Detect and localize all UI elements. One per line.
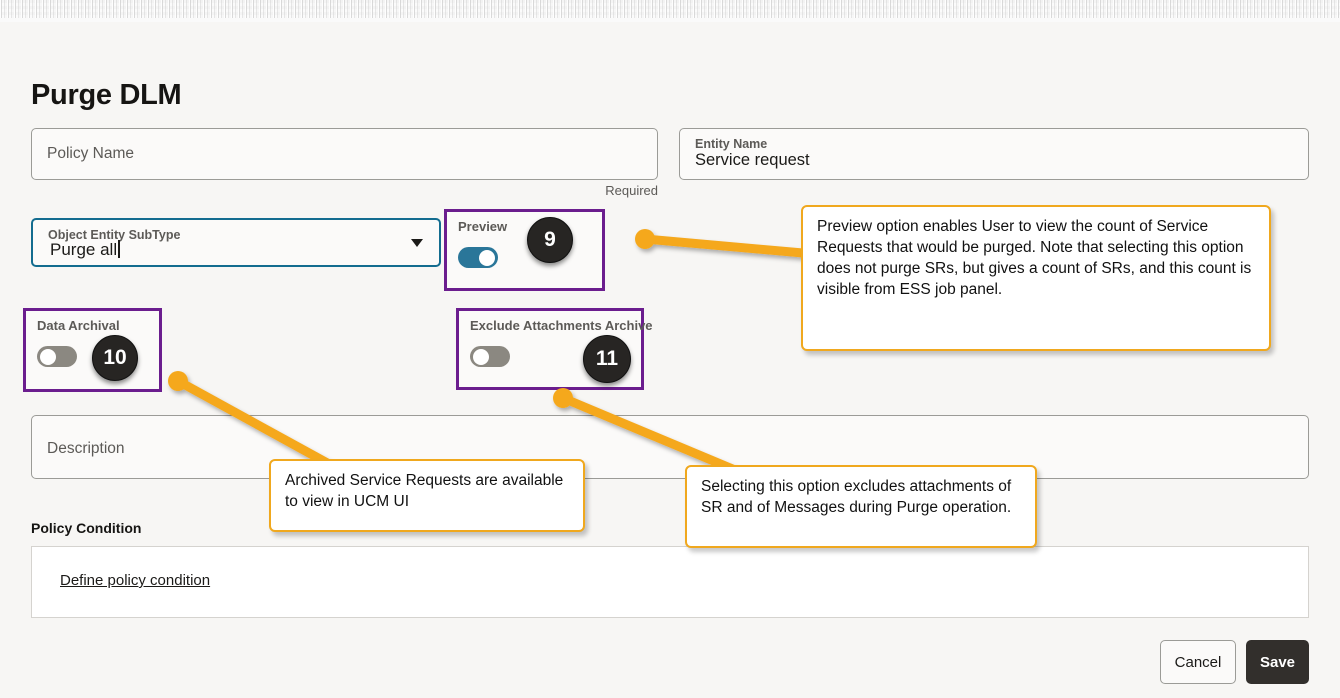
preview-highlight-box: Preview: [444, 209, 605, 291]
description-placeholder: Description: [47, 440, 125, 457]
annotation-badge-11: 11: [583, 335, 631, 383]
entity-name-field[interactable]: Entity Name Service request: [679, 128, 1309, 180]
object-entity-subtype-select[interactable]: Object Entity SubType Purge all: [31, 218, 441, 267]
policy-condition-section-label: Policy Condition: [31, 520, 142, 536]
policy-name-required-helper: Required: [605, 183, 658, 198]
preview-toggle-label: Preview: [458, 219, 508, 234]
window-texture-strip: [0, 0, 1340, 18]
data-archival-toggle-label: Data Archival: [37, 318, 120, 333]
preview-toggle[interactable]: [458, 247, 498, 268]
entity-name-value: Service request: [695, 151, 810, 169]
exclude-attachments-toggle[interactable]: [470, 346, 510, 367]
annotation-badge-9: 9: [527, 217, 573, 263]
text-cursor: [118, 240, 120, 258]
exclude-attachments-toggle-label: Exclude Attachments Archive: [470, 318, 653, 333]
callout-data-archival: Archived Service Requests are available …: [269, 459, 585, 532]
policy-name-placeholder: Policy Name: [47, 145, 134, 162]
callout-exclude-attachments: Selecting this option excludes attachmen…: [685, 465, 1037, 548]
policy-name-input[interactable]: Policy Name: [31, 128, 658, 180]
data-archival-toggle[interactable]: [37, 346, 77, 367]
toggle-knob: [473, 348, 489, 365]
object-entity-subtype-value: Purge all: [50, 240, 120, 260]
save-button[interactable]: Save: [1246, 640, 1309, 684]
page-title: Purge DLM: [31, 79, 182, 112]
cancel-button[interactable]: Cancel: [1160, 640, 1236, 684]
entity-name-label: Entity Name: [695, 137, 768, 151]
chevron-down-icon[interactable]: [33, 220, 439, 265]
annotation-badge-10: 10: [92, 335, 138, 381]
callout-preview: Preview option enables User to view the …: [801, 205, 1271, 351]
description-input[interactable]: Description: [31, 415, 1309, 479]
policy-condition-panel: Define policy condition: [31, 546, 1309, 618]
window-texture-strip-edge: [0, 18, 1340, 22]
toggle-knob: [479, 249, 495, 266]
define-policy-condition-link[interactable]: Define policy condition: [60, 572, 211, 589]
toggle-knob: [40, 348, 56, 365]
object-entity-subtype-label: Object Entity SubType: [48, 228, 181, 242]
